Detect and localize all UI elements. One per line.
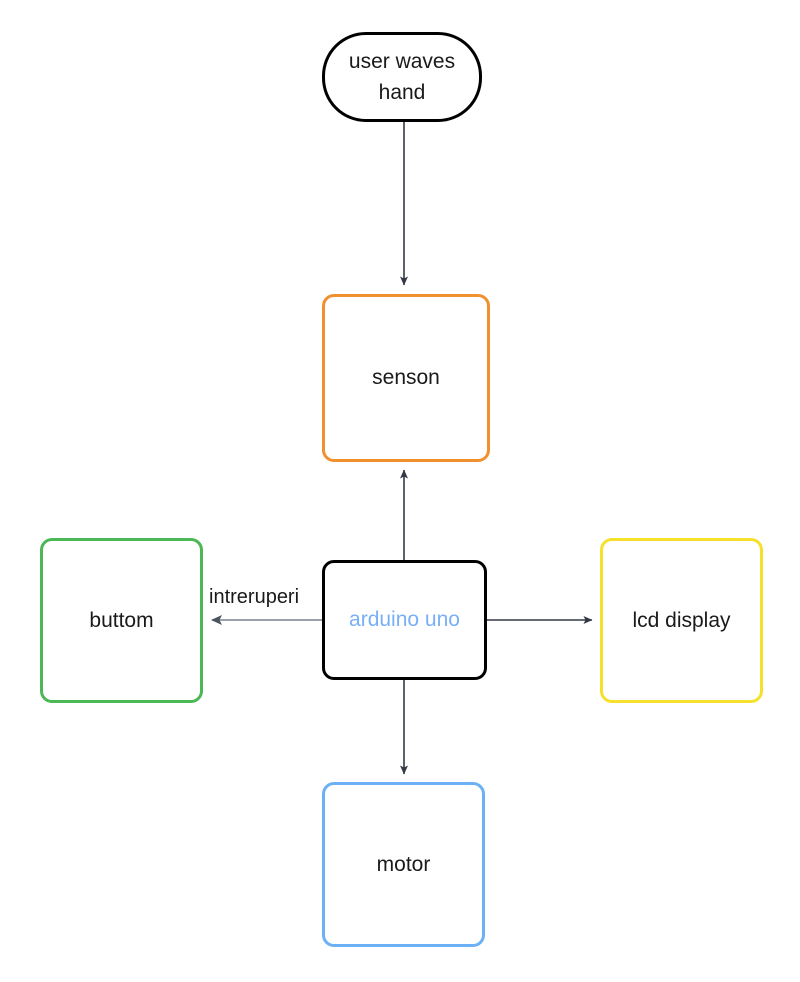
node-label-motor: motor	[376, 852, 431, 876]
node-label-user-waves-hand: user waves hand	[348, 49, 456, 105]
node-label-senson: senson	[372, 366, 440, 390]
edge-label-intreruperi: intreruperi	[208, 586, 301, 609]
node-label-lcd-display: lcd display	[632, 608, 731, 632]
node-motor[interactable]: motor	[322, 782, 485, 947]
node-buttom[interactable]: buttom	[40, 538, 203, 703]
node-lcd-display[interactable]: lcd display	[600, 538, 763, 703]
node-arduino-uno[interactable]: arduino uno	[322, 560, 487, 680]
node-label-arduino-uno: arduino uno	[349, 608, 460, 632]
node-user-waves-hand[interactable]: user waves hand	[322, 32, 482, 122]
node-label-buttom: buttom	[89, 608, 154, 632]
node-senson[interactable]: senson	[322, 294, 490, 462]
